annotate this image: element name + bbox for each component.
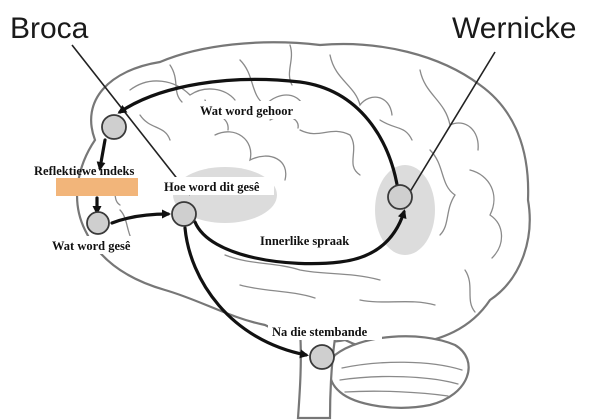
wernicke-title: Wernicke [452, 12, 576, 45]
node-hoe-word-dit-gese [172, 202, 196, 226]
label-innerlike-spraak: Innerlike spraak [260, 234, 349, 248]
label-na-die-stembande: Na die stembande [272, 325, 368, 339]
label-reflektiewe-indeks: Reflektiewe indeks [34, 164, 134, 178]
node-wat-word-gese [87, 212, 109, 234]
wernicke-area-shade [375, 165, 435, 255]
label-wat-word-gehoor: Wat word gehoor [200, 104, 294, 118]
label-hoe-word-dit-gese: Hoe word dit gesê [164, 180, 260, 194]
node-wat-word-gehoor [102, 115, 126, 139]
brain-stem [298, 330, 335, 418]
label-wat-word-gese: Wat word gesê [52, 239, 131, 253]
cerebellum [329, 336, 468, 407]
node-wernicke [388, 185, 412, 209]
brain-outline [77, 42, 530, 349]
node-na-die-stembande [310, 345, 334, 369]
broca-title: Broca [10, 12, 89, 45]
reflektiewe-indeks-highlight [56, 178, 138, 196]
